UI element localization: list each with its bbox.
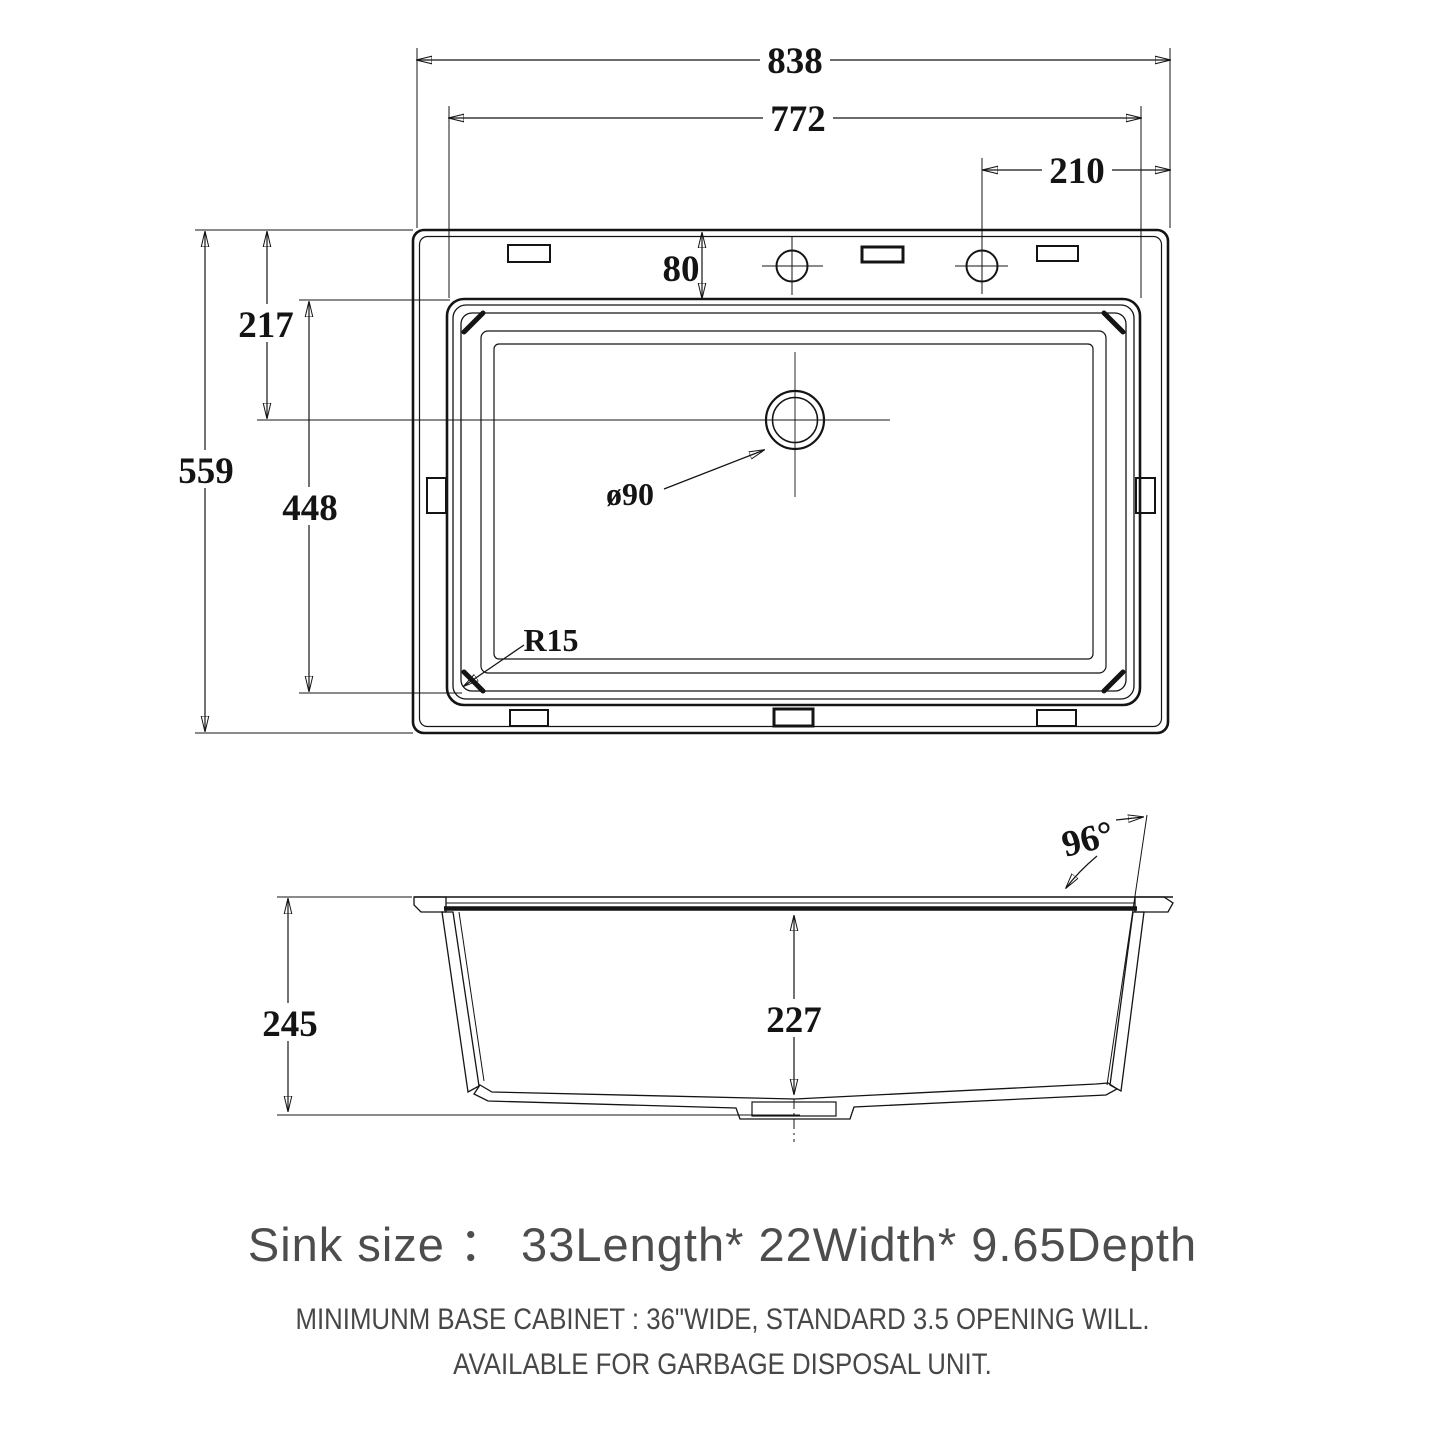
side-clip-left xyxy=(426,477,447,514)
side-view xyxy=(413,814,1174,1142)
flange-right xyxy=(1134,896,1174,913)
dim-top-to-drain: 217 xyxy=(233,232,299,418)
cabinet-note-text: MINIMUNM BASE CABINET : 36"WIDE, STANDAR… xyxy=(295,1303,1150,1336)
deck-clip-hole xyxy=(772,707,815,728)
floor-section xyxy=(473,1082,1119,1120)
dim-inner-depth: 227 xyxy=(761,916,827,1094)
corner-chamfer xyxy=(1101,669,1126,694)
basin-rim-line2 xyxy=(452,304,1135,700)
disposal-note-text: AVAILABLE FOR GARBAGE DISPOSAL UNIT. xyxy=(453,1348,992,1381)
wall-angle-extension-line xyxy=(1106,814,1148,1086)
basin-floor-edge xyxy=(493,343,1094,660)
wall-right-section xyxy=(1109,911,1145,1093)
dimensions-side-view: 245 227 96° xyxy=(256,813,1143,1116)
dim-overall-depth: 559 xyxy=(172,232,238,731)
deck-clip-hole xyxy=(509,709,549,727)
wall-left-section xyxy=(441,911,480,1094)
dim-drain-diameter: ø90 xyxy=(606,450,764,512)
dim-basin-length: 448 xyxy=(277,302,343,691)
dim-inner-width: 772 xyxy=(449,99,1141,140)
dim-top-to-drain-label: 217 xyxy=(238,305,294,346)
dim-hole-offset-label: 210 xyxy=(1049,151,1105,192)
dim-deck-gap: 80 xyxy=(663,233,703,298)
dimensions-top-view: 838 772 210 559 217 448 xyxy=(172,41,1170,734)
dim-overall-width-label: 838 xyxy=(767,41,823,82)
dim-inner-depth-label: 227 xyxy=(766,1000,822,1041)
dim-overall-width: 838 xyxy=(417,41,1170,82)
basin-rim-line3 xyxy=(460,312,1127,692)
deck-clip-hole xyxy=(860,245,905,264)
dim-corner-radius-label: R15 xyxy=(523,622,578,658)
dim-inner-width-label: 772 xyxy=(770,99,826,140)
dim-corner-radius: R15 xyxy=(464,622,579,686)
deck-clip-hole xyxy=(1036,245,1079,262)
dim-overall-depth-label: 559 xyxy=(178,451,234,492)
dim-overall-height: 245 xyxy=(256,899,322,1111)
flange-left xyxy=(413,896,447,913)
faucet-hole-right xyxy=(955,158,1008,294)
dim-wall-angle-label: 96° xyxy=(1058,813,1118,865)
dim-hole-offset: 210 xyxy=(983,151,1170,192)
dim-drain-diameter-label: ø90 xyxy=(606,476,654,512)
dim-wall-angle: 96° xyxy=(1058,813,1143,888)
side-clip-right xyxy=(1135,477,1156,514)
faucet-hole-left xyxy=(762,236,823,295)
corner-chamfer xyxy=(1101,310,1126,335)
deck-clip-hole xyxy=(1036,709,1077,727)
sink-size-text: Sink size ： 33Length* 22Width* 9.65Depth xyxy=(247,1218,1198,1271)
drain xyxy=(764,352,826,497)
deck-clip-hole xyxy=(507,244,551,263)
sink-outer-edge xyxy=(411,228,1170,735)
corner-chamfer xyxy=(461,310,486,335)
dim-deck-gap-label: 80 xyxy=(663,249,700,290)
wall-left-inner-line xyxy=(458,911,485,1082)
top-view xyxy=(411,158,1170,735)
dim-basin-length-label: 448 xyxy=(282,488,338,529)
dim-overall-height-label: 245 xyxy=(262,1004,318,1045)
basin-slope-edge xyxy=(480,330,1107,674)
